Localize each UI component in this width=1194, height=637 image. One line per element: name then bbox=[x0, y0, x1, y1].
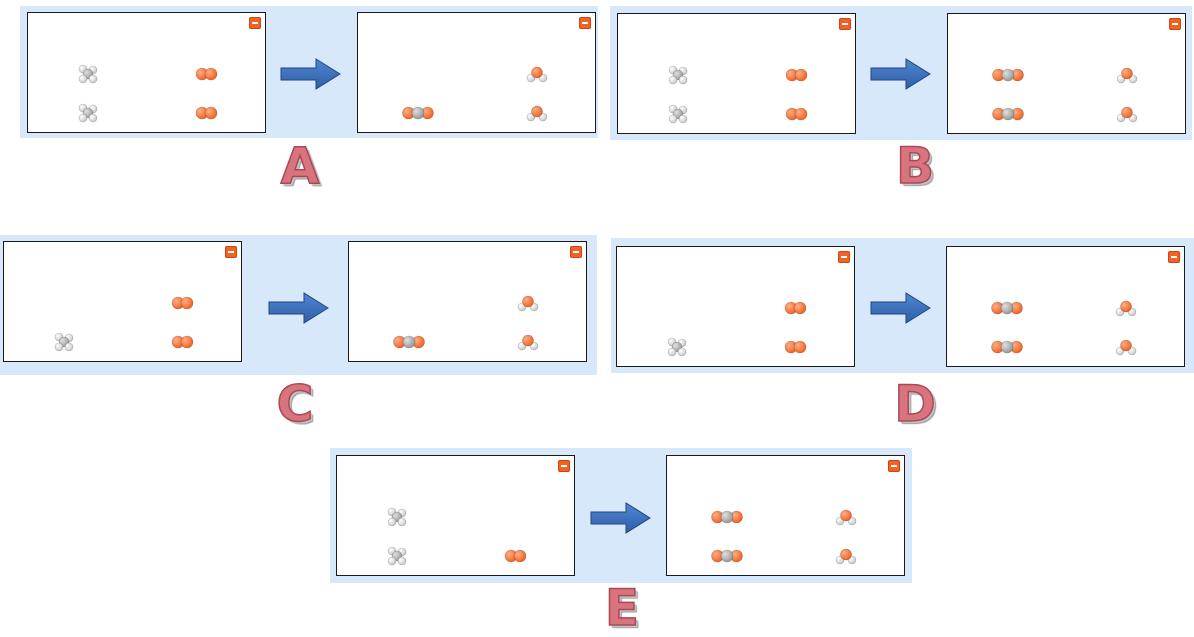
water-molecule bbox=[1109, 297, 1143, 323]
minus-button-icon[interactable] bbox=[888, 460, 900, 472]
minus-button-icon[interactable] bbox=[558, 460, 570, 472]
option-label: E bbox=[604, 579, 640, 637]
oxygen-molecule bbox=[779, 336, 813, 362]
methane-molecule bbox=[47, 331, 81, 357]
water-molecule bbox=[1110, 103, 1144, 129]
methane-molecule bbox=[661, 64, 695, 90]
oxygen-molecule bbox=[779, 297, 813, 323]
reactants-box-D bbox=[616, 246, 855, 367]
carbon-dioxide-molecule bbox=[710, 545, 744, 571]
methane-molecule bbox=[660, 336, 694, 362]
water-molecule bbox=[1109, 336, 1143, 362]
carbon-dioxide-molecule bbox=[991, 64, 1025, 90]
water-molecule bbox=[520, 63, 554, 89]
oxygen-molecule bbox=[190, 63, 224, 89]
right-arrow-icon bbox=[280, 58, 342, 94]
minus-button-icon[interactable] bbox=[570, 246, 582, 258]
oxygen-molecule bbox=[780, 103, 814, 129]
carbon-dioxide-molecule bbox=[392, 331, 426, 357]
products-box-B bbox=[947, 13, 1186, 134]
option-label: C bbox=[276, 375, 314, 433]
right-arrow-icon bbox=[268, 292, 330, 328]
right-arrow-icon bbox=[870, 58, 932, 94]
carbon-dioxide-molecule bbox=[990, 336, 1024, 362]
oxygen-molecule bbox=[780, 64, 814, 90]
option-label: A bbox=[280, 137, 320, 195]
methane-molecule bbox=[71, 63, 105, 89]
water-molecule bbox=[511, 331, 545, 357]
methane-molecule bbox=[380, 545, 414, 571]
water-molecule bbox=[511, 292, 545, 318]
option-label: D bbox=[893, 375, 936, 433]
water-molecule bbox=[1110, 64, 1144, 90]
minus-button-icon[interactable] bbox=[249, 17, 261, 29]
products-box-D bbox=[946, 246, 1185, 367]
minus-button-icon[interactable] bbox=[225, 246, 237, 258]
products-box-A bbox=[357, 12, 596, 133]
methane-molecule bbox=[661, 103, 695, 129]
carbon-dioxide-molecule bbox=[990, 297, 1024, 323]
water-molecule bbox=[520, 102, 554, 128]
methane-molecule bbox=[71, 102, 105, 128]
minus-button-icon[interactable] bbox=[1169, 18, 1181, 30]
right-arrow-icon bbox=[870, 292, 932, 328]
oxygen-molecule bbox=[166, 331, 200, 357]
reactants-box-B bbox=[617, 13, 856, 134]
methane-molecule bbox=[380, 506, 414, 532]
option-label: B bbox=[895, 137, 935, 195]
right-arrow-icon bbox=[590, 502, 652, 538]
oxygen-molecule bbox=[499, 545, 533, 571]
carbon-dioxide-molecule bbox=[991, 103, 1025, 129]
minus-button-icon[interactable] bbox=[838, 251, 850, 263]
reactants-box-E bbox=[336, 455, 575, 576]
carbon-dioxide-molecule bbox=[401, 102, 435, 128]
carbon-dioxide-molecule bbox=[710, 506, 744, 532]
reactants-box-A bbox=[27, 12, 266, 133]
oxygen-molecule bbox=[166, 292, 200, 318]
water-molecule bbox=[829, 545, 863, 571]
products-box-C bbox=[348, 241, 587, 362]
minus-button-icon[interactable] bbox=[839, 18, 851, 30]
oxygen-molecule bbox=[190, 102, 224, 128]
products-box-E bbox=[666, 455, 905, 576]
minus-button-icon[interactable] bbox=[1168, 251, 1180, 263]
minus-button-icon[interactable] bbox=[579, 17, 591, 29]
reactants-box-C bbox=[3, 241, 242, 362]
water-molecule bbox=[829, 506, 863, 532]
